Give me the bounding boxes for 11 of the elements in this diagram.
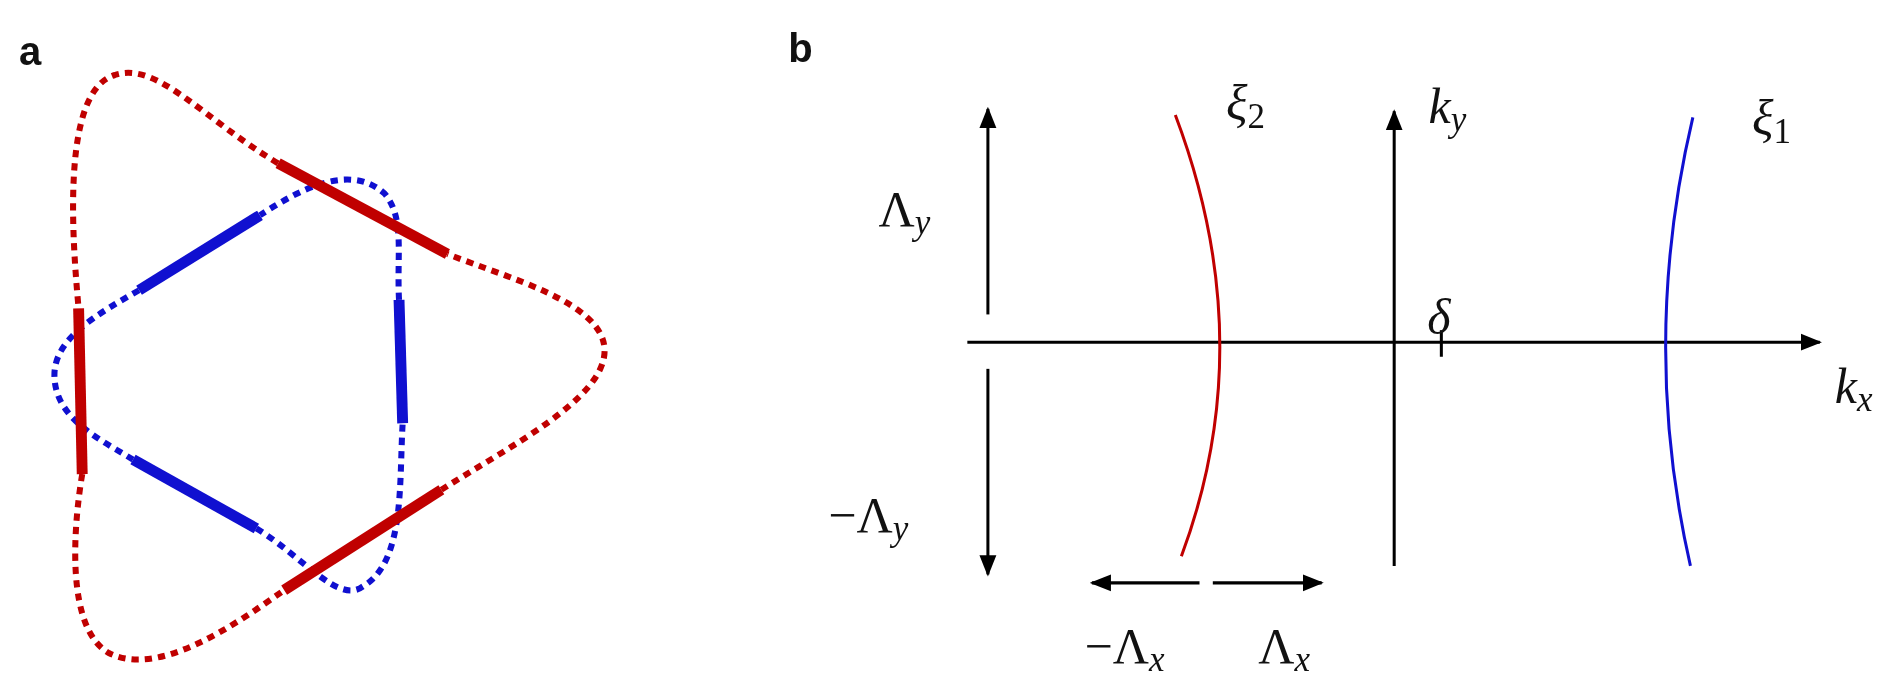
arrow-label: −Λ$_{x}$: [1084, 620, 1165, 678]
arrow-label: −Λ$_{y}$: [828, 489, 909, 546]
panel-letter: a: [19, 30, 42, 71]
axis-label: k$_{x}$: [1834, 360, 1873, 418]
tick-label: δ: [1427, 291, 1451, 342]
panel-letter: b: [788, 28, 813, 69]
axis-label: k$_{y}$: [1428, 80, 1467, 138]
curve-label: ξ$_{1}$: [1752, 92, 1791, 150]
arrow-label: Λ$_{x}$: [1258, 620, 1311, 678]
curve-label: ξ$_{2}$: [1226, 78, 1265, 135]
arrow-label: Λ$_{y}$: [878, 183, 931, 240]
